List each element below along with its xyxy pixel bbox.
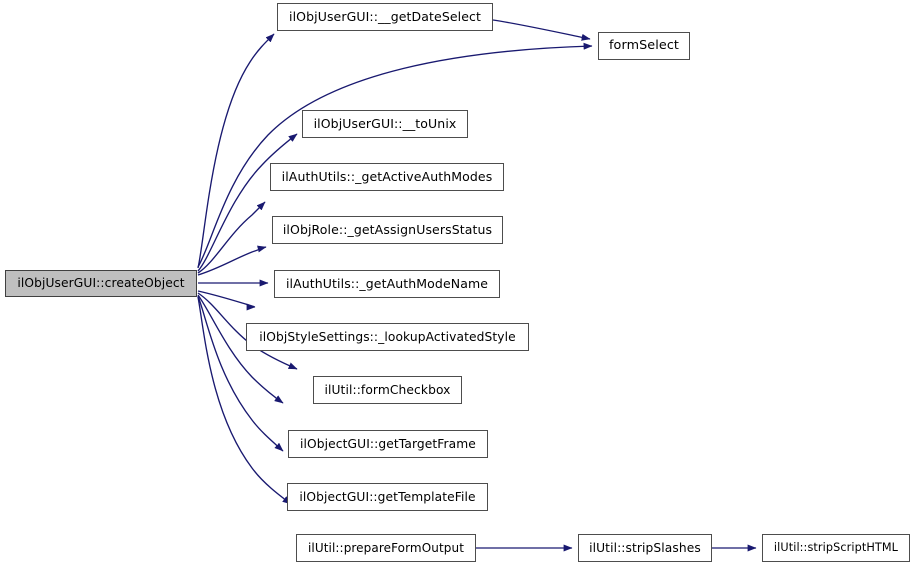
graph-node-label: ilObjUserGUI::__getDateSelect	[289, 8, 481, 24]
edge-createObject-toUnix	[197, 133, 298, 272]
graph-node-label: ilObjectGUI::getTargetFrame	[300, 436, 476, 451]
graph-node-getActiveAuthModes[interactable]: ilAuthUtils::_getActiveAuthModes	[270, 163, 504, 191]
graph-node-formSelect[interactable]: formSelect	[598, 32, 690, 60]
graph-node-label: ilUtil::prepareFormOutput	[307, 541, 464, 555]
edge-createObject-getTargetFrame	[197, 294, 284, 404]
graph-node-label: ilObjRole::_getAssignUsersStatus	[282, 221, 493, 237]
graph-node-getAuthModeName[interactable]: ilAuthUtils::_getAuthModeName	[274, 270, 500, 298]
edge-createObject-prepareFormOutput	[197, 296, 292, 505]
graph-node-label: ilUtil::formCheckbox	[324, 382, 451, 397]
graph-node-getAssignUsersStatus[interactable]: ilObjRole::_getAssignUsersStatus	[272, 216, 503, 244]
graph-node-stripSlashes[interactable]: ilUtil::stripSlashes	[578, 534, 712, 562]
graph-node-getDateSelect[interactable]: ilObjUserGUI::__getDateSelect	[277, 3, 493, 31]
edge-createObject-getDateSelect	[197, 33, 275, 269]
graph-node-label: ilAuthUtils::_getActiveAuthModes	[281, 168, 493, 184]
edge-createObject-formSelect	[197, 42, 593, 268]
graph-node-toUnix[interactable]: ilObjUserGUI::__toUnix	[302, 110, 468, 138]
edge-createObject-lookupActivatedStyle	[197, 290, 256, 311]
graph-node-label: ilObjUserGUI::__toUnix	[313, 115, 457, 131]
graph-node-label: ilAuthUtils::_getAuthModeName	[285, 275, 489, 291]
graph-node-prepareFormOutput[interactable]: ilUtil::prepareFormOutput	[296, 534, 476, 562]
graph-node-formCheckbox[interactable]: ilUtil::formCheckbox	[313, 376, 462, 404]
graph-node-getTargetFrame[interactable]: ilObjectGUI::getTargetFrame	[288, 430, 488, 458]
graph-node-createObject[interactable]: ilObjUserGUI::createObject	[5, 270, 197, 297]
edge-createObject-getTemplateFile	[197, 295, 284, 452]
graph-node-label: ilObjectGUI::getTemplateFile	[299, 489, 476, 504]
graph-node-label: ilObjStyleSettings::_lookupActivatedStyl…	[259, 329, 516, 344]
graph-node-stripScriptHTML[interactable]: ilUtil::stripScriptHTML	[762, 534, 910, 562]
graph-node-label: formSelect	[608, 37, 680, 53]
edge-getDateSelect-formSelect	[492, 19, 591, 41]
graph-node-label: ilUtil::stripScriptHTML	[773, 541, 899, 555]
graph-node-label: ilUtil::stripSlashes	[589, 540, 701, 555]
edge-createObject-getActiveAuthModes	[197, 201, 266, 274]
graph-node-label: ilObjUserGUI::createObject	[17, 276, 185, 291]
graph-node-lookupActivatedStyle[interactable]: ilObjStyleSettings::_lookupActivatedStyl…	[246, 323, 529, 351]
edge-createObject-getAssignUsersStatus	[197, 245, 267, 276]
graph-node-getTemplateFile[interactable]: ilObjectGUI::getTemplateFile	[287, 483, 488, 511]
